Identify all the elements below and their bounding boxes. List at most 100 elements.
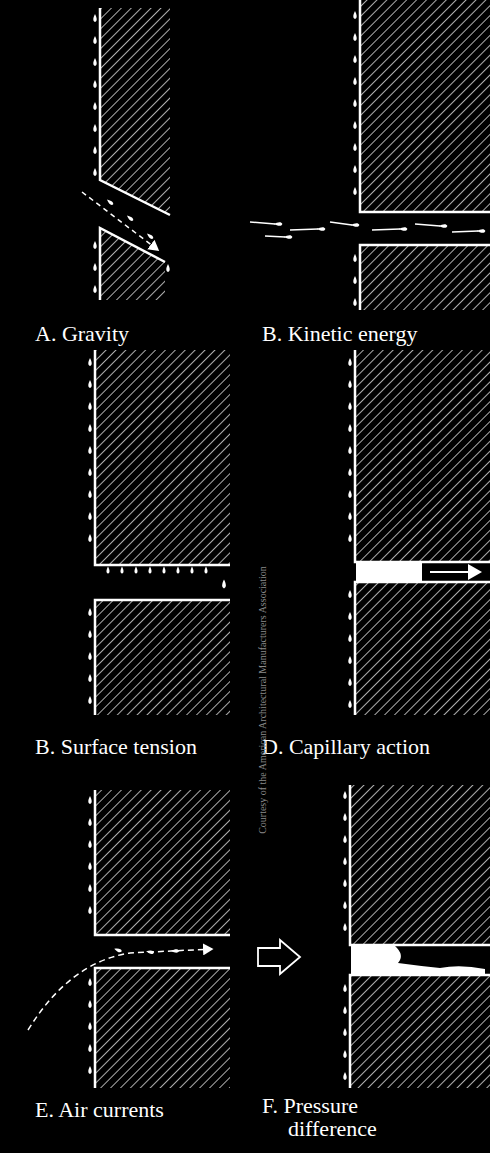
- water-drop: [88, 402, 91, 410]
- water-drop: [348, 446, 351, 454]
- water-streak: [265, 236, 285, 237]
- water-streak: [452, 231, 478, 232]
- water-drop: [351, 223, 360, 227]
- watermark: Courtesy of the American Architectural M…: [257, 566, 268, 834]
- panel-caption: D. Capillary action: [262, 735, 438, 758]
- water-drop: [348, 612, 351, 620]
- water-drop: [88, 652, 91, 660]
- wall-block: [350, 785, 490, 945]
- water-streak: [415, 224, 440, 226]
- water-drop: [88, 862, 91, 870]
- water-drop: [88, 446, 91, 454]
- water-drop: [93, 168, 96, 176]
- water-drop: [204, 566, 207, 573]
- water-drop: [399, 227, 408, 231]
- water-drop: [274, 222, 283, 226]
- water-path-arrow: [82, 192, 158, 250]
- water-drop: [348, 534, 351, 542]
- water-streak: [290, 229, 318, 230]
- water-drop: [190, 566, 193, 573]
- water-drop: [88, 674, 91, 682]
- water-drop: [162, 566, 165, 573]
- water-drop: [146, 950, 154, 955]
- water-drop: [348, 512, 351, 520]
- wall-edge: [95, 350, 230, 565]
- water-drop: [171, 949, 179, 952]
- water-drop: [166, 264, 169, 272]
- wall-block: [95, 600, 230, 715]
- water-drop: [120, 566, 123, 573]
- water-drop: [343, 984, 346, 992]
- water-fill: [351, 946, 485, 974]
- air-current-arrow: [28, 949, 212, 1030]
- wall-block: [350, 975, 490, 1088]
- water-drop: [348, 402, 351, 410]
- water-drop: [93, 102, 96, 110]
- water-drop: [343, 923, 346, 931]
- water-drop: [114, 947, 123, 953]
- water-drop: [88, 358, 91, 366]
- water-drop: [88, 818, 91, 826]
- wall-block: [355, 582, 490, 715]
- water-drop: [439, 224, 448, 228]
- water-drop: [93, 285, 96, 293]
- water-drop: [353, 187, 356, 195]
- wall-edge: [350, 975, 490, 1088]
- wall-edge: [95, 600, 230, 715]
- wall-block: [100, 8, 170, 215]
- water-drop: [88, 1044, 91, 1052]
- water-drop: [343, 813, 346, 821]
- water-drop: [343, 901, 346, 909]
- wall-edge: [95, 968, 230, 1088]
- wall-edge: [100, 228, 165, 300]
- water-drop: [353, 55, 356, 63]
- water-drop: [477, 229, 486, 233]
- water-drop: [88, 978, 91, 986]
- water-drop: [343, 1006, 346, 1014]
- wall-edge: [95, 790, 230, 935]
- water-drop: [93, 146, 96, 154]
- water-drop: [93, 263, 96, 271]
- wall-edge: [360, 0, 490, 212]
- water-drop: [93, 241, 96, 249]
- wall-block: [360, 245, 490, 310]
- water-drop: [353, 165, 356, 173]
- wall-block: [100, 228, 165, 300]
- water-drop: [348, 700, 351, 708]
- water-drop: [106, 566, 109, 573]
- flow-arrow: [430, 571, 480, 573]
- water-streak: [330, 222, 352, 225]
- water-drop: [343, 879, 346, 887]
- water-drop: [106, 198, 114, 206]
- water-drop: [348, 678, 351, 686]
- water-drop: [343, 1028, 346, 1036]
- water-drop: [88, 1000, 91, 1008]
- wall-edge: [355, 350, 490, 562]
- water-drop: [88, 512, 91, 520]
- water-drop: [88, 534, 91, 542]
- pressure-arrow: [258, 940, 300, 974]
- wall-block: [95, 350, 230, 565]
- panel-caption: A. Gravity: [35, 322, 261, 345]
- water-drop: [88, 490, 91, 498]
- water-drop: [353, 99, 356, 107]
- water-drop: [146, 232, 154, 240]
- water-drop: [126, 214, 134, 222]
- wall-block: [95, 790, 230, 935]
- water-drop: [93, 14, 96, 22]
- water-drop: [88, 424, 91, 432]
- water-drop: [134, 566, 137, 573]
- water-drop: [348, 590, 351, 598]
- water-drop: [353, 254, 356, 262]
- water-drop: [353, 276, 356, 284]
- wall-block: [355, 350, 490, 562]
- water-drop: [88, 1066, 91, 1074]
- water-drop: [348, 424, 351, 432]
- water-drop: [148, 566, 151, 573]
- water-drop: [353, 298, 356, 306]
- water-drop: [343, 857, 346, 865]
- wall-edge: [355, 582, 490, 715]
- water-drop: [353, 143, 356, 151]
- wall-edge: [360, 245, 490, 310]
